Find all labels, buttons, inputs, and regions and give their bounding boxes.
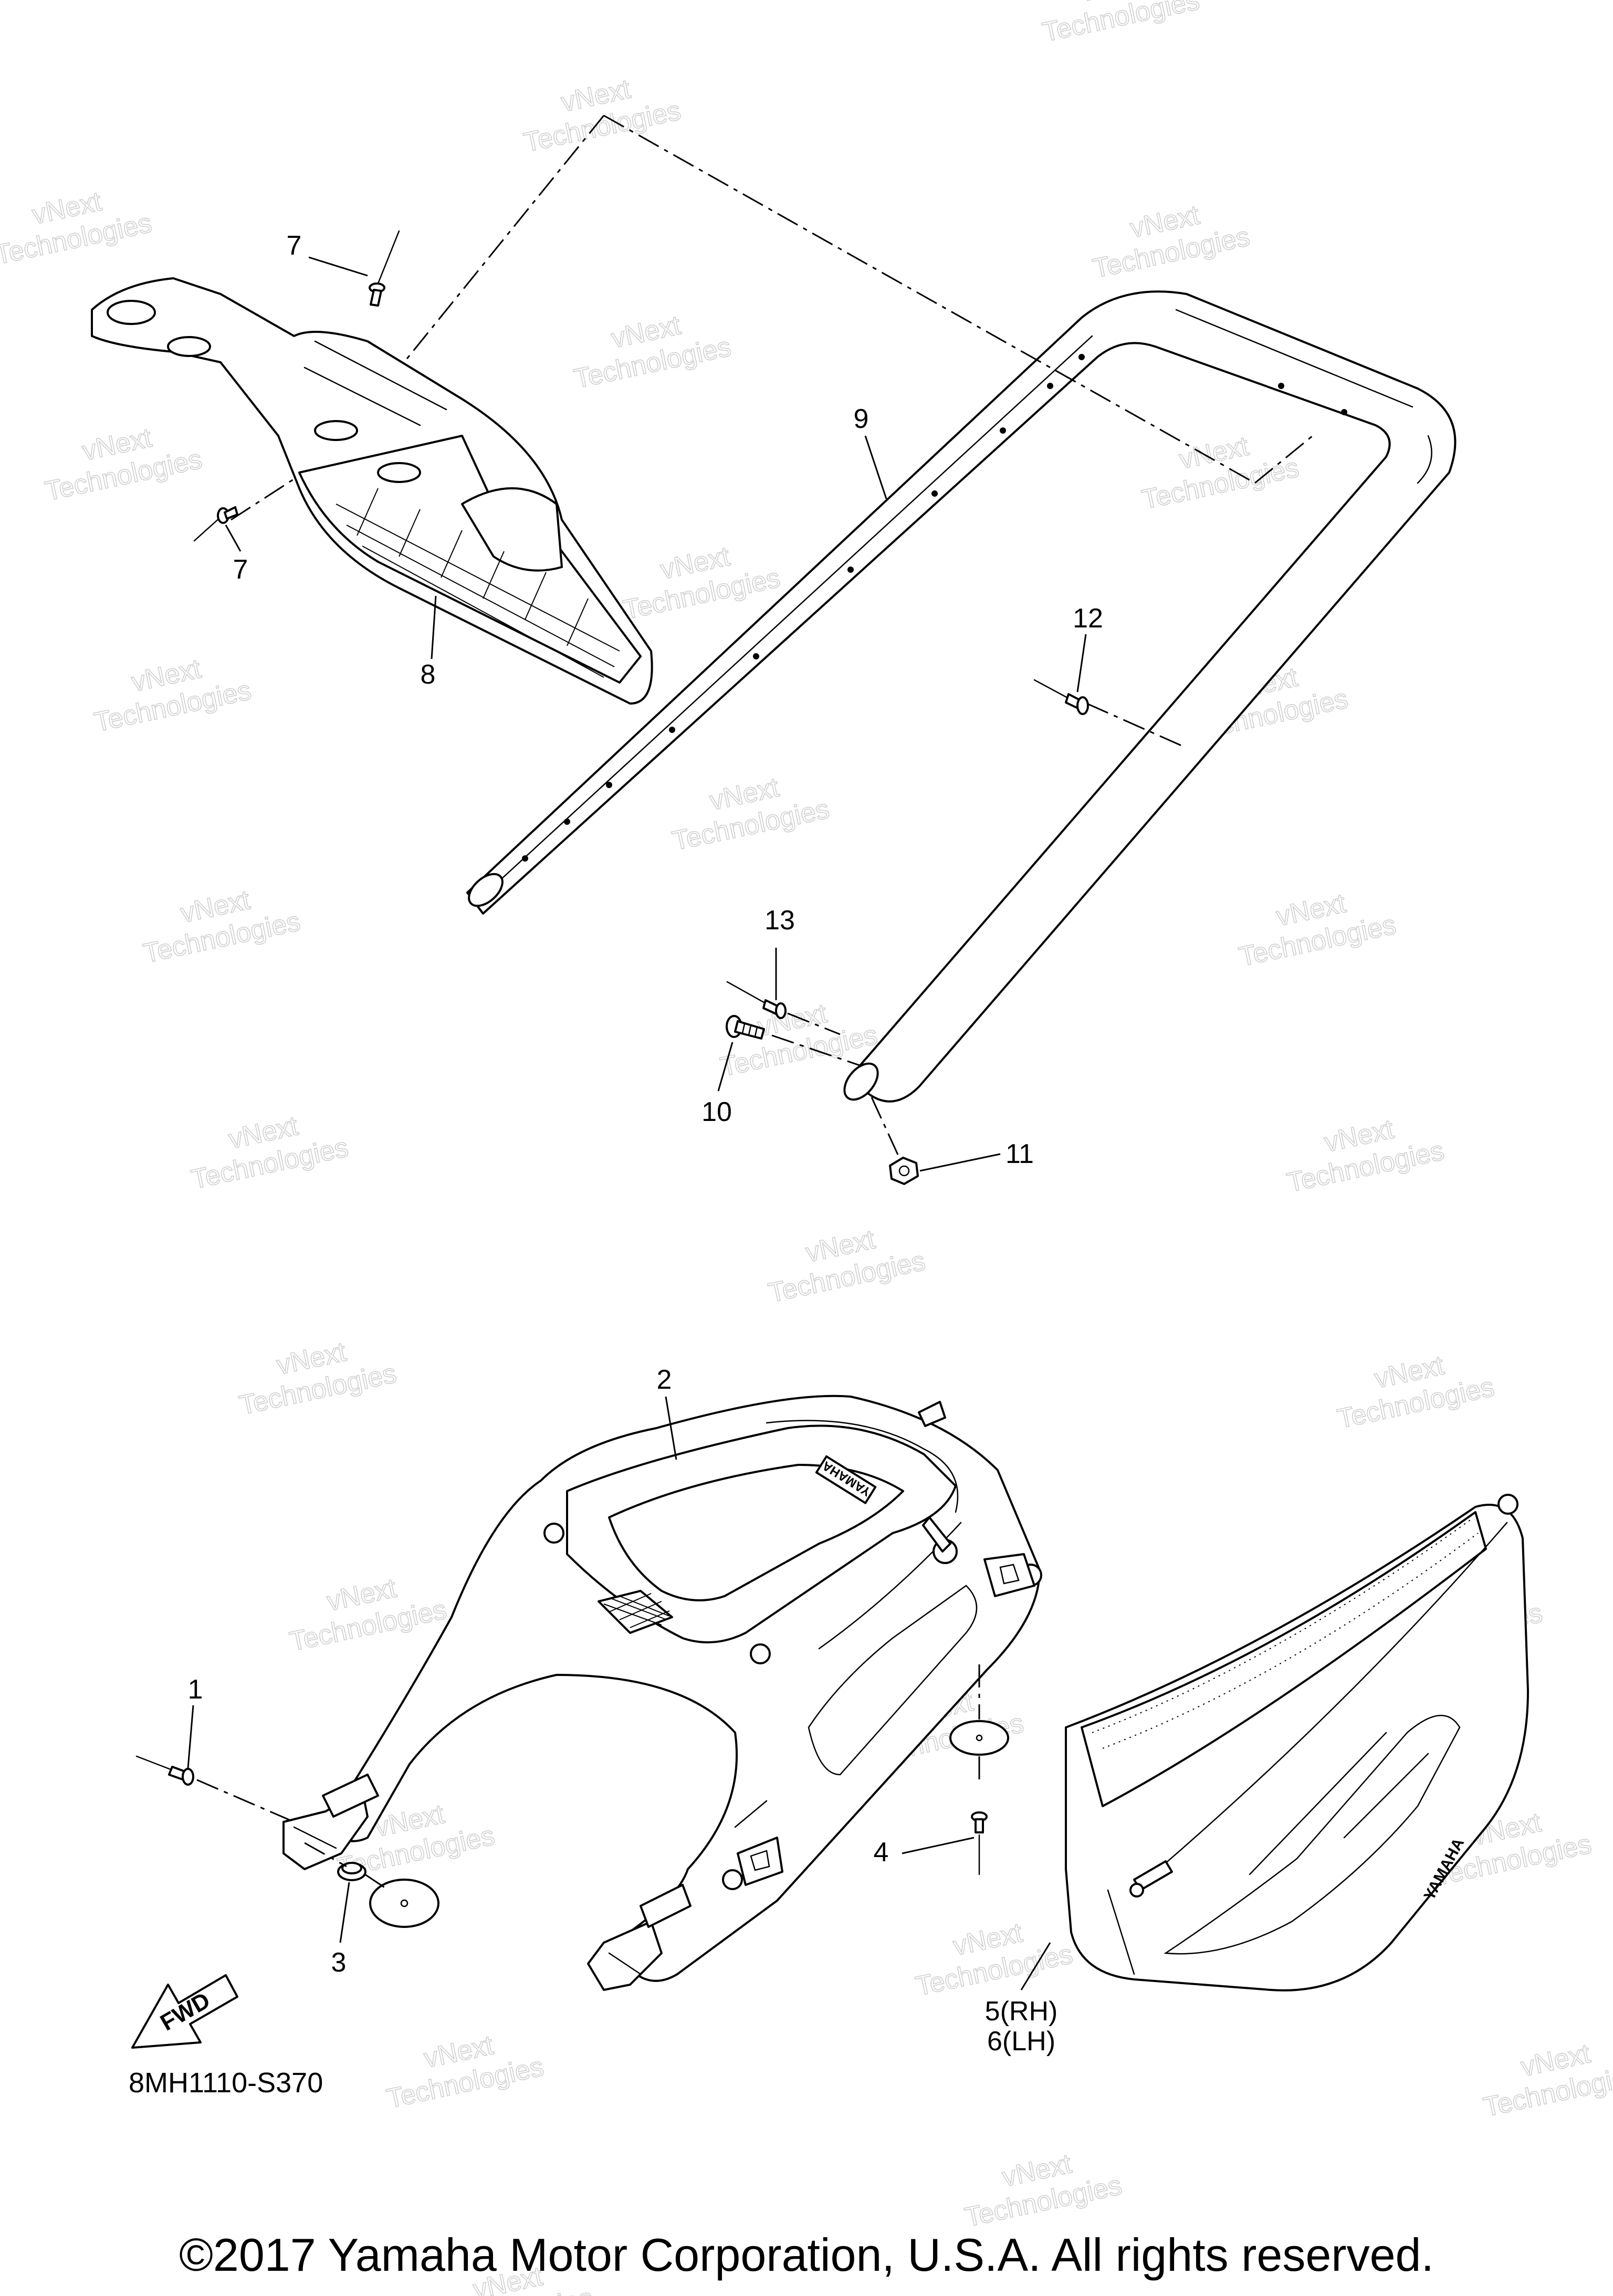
copyright-notice: ©2017 Yamaha Motor Corporation, U.S.A. A…	[179, 2229, 1434, 2281]
assembly-line-13	[787, 1012, 841, 1035]
leader-lines-upper	[225, 256, 1087, 1172]
assembly-line-3	[304, 1842, 347, 1868]
callout-2: 2	[657, 1365, 672, 1395]
callout-12: 12	[1073, 603, 1103, 634]
callout-6-lh: 6(LH)	[987, 2026, 1055, 2057]
grab-bar-9	[466, 290, 1457, 1103]
assembly-line-upper	[603, 114, 1255, 484]
washer-4	[949, 1720, 1009, 1756]
rivet-1	[135, 1755, 194, 1786]
washer-3b	[369, 1879, 439, 1928]
callout-3: 3	[331, 1947, 347, 1978]
callout-8: 8	[421, 659, 436, 690]
rivet-12	[1033, 679, 1089, 715]
seat-bag-2: YAMAHA	[282, 1395, 1042, 1991]
leader-lines-lower	[187, 1396, 1051, 1990]
assembly-line-3b	[364, 1873, 389, 1891]
callout-10: 10	[701, 1097, 732, 1127]
callout-11: 11	[1005, 1139, 1034, 1169]
rivet-4	[971, 1811, 988, 1875]
assembly-line-1	[196, 1779, 295, 1823]
carrier-8	[91, 277, 653, 705]
assembly-line-upper-2	[335, 115, 605, 447]
assembly-line-upper-3	[1254, 435, 1313, 484]
drawing-code: 8MH1110-S370	[129, 2067, 323, 2099]
callout-7-upper: 7	[287, 230, 302, 261]
callout-13: 13	[764, 905, 795, 936]
callout-1: 1	[188, 1674, 203, 1705]
assembly-line-12	[1086, 703, 1182, 747]
bolt-10	[726, 1015, 765, 1040]
rivet-7-upper	[369, 230, 400, 307]
assembly-line-11	[871, 1097, 902, 1161]
nut-11	[889, 1157, 919, 1185]
callout-4: 4	[874, 1837, 889, 1868]
rivet-7-lower	[193, 506, 238, 542]
callout-9: 9	[854, 404, 869, 434]
callout-7-lower: 7	[233, 554, 248, 585]
rivet-13	[726, 981, 787, 1019]
grommet-3	[337, 1862, 366, 1881]
assembly-line-10	[771, 1034, 862, 1067]
callout-5-rh: 5(RH)	[985, 1996, 1058, 2027]
